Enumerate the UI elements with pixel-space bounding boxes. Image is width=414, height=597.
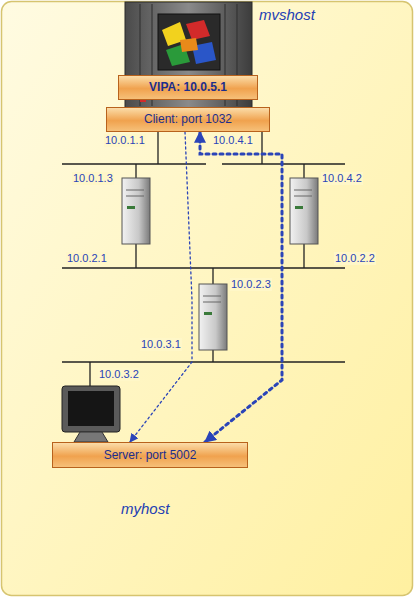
process-box: Server: port 5002 xyxy=(52,442,248,468)
ip-address: 10.0.3.2 xyxy=(98,368,140,381)
router-icon xyxy=(199,284,227,350)
ip-address: 10.0.4.2 xyxy=(321,172,363,185)
ip-address: 10.0.2.3 xyxy=(230,278,272,291)
process-box: Client: port 1032 xyxy=(106,107,270,132)
box-label: Server: port 5002 xyxy=(104,448,197,463)
network-segment xyxy=(62,108,345,386)
box-label: Client: port 1032 xyxy=(144,112,232,127)
router-icon xyxy=(122,178,150,244)
ip-address: 10.0.1.1 xyxy=(104,134,146,147)
ip-address: 10.0.2.1 xyxy=(66,252,108,265)
ip-address: 10.0.1.3 xyxy=(72,172,114,185)
dotted-flow-arrow xyxy=(130,132,192,442)
ip-address: 10.0.2.2 xyxy=(334,252,376,265)
host-name: mvshost xyxy=(258,6,316,24)
host-name: myhost xyxy=(120,500,170,518)
ip-address: 10.0.4.1 xyxy=(212,134,254,147)
ip-address: 10.0.3.1 xyxy=(140,338,182,351)
workstation-icon xyxy=(62,386,120,442)
router-icon xyxy=(290,178,318,244)
address-box: VIPA: 10.0.5.1 xyxy=(118,75,258,100)
dotted-flow-arrow xyxy=(200,132,282,442)
box-label: VIPA: 10.0.5.1 xyxy=(149,80,227,95)
